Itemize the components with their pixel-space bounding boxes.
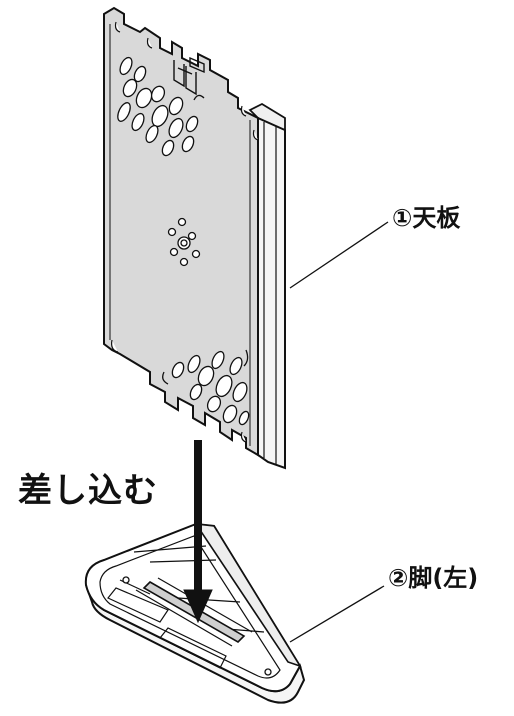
- bottom-vent-slots: [162, 349, 250, 426]
- leg-left-label: ②脚(左): [388, 564, 479, 592]
- screw-hole: [264, 668, 272, 676]
- center-mount-holes: [167, 217, 201, 267]
- leg-leader-line: [289, 585, 385, 643]
- top-board-latch: [173, 56, 205, 96]
- insert-instruction-label: 差し込む: [18, 471, 158, 511]
- top-vent-slots: [117, 56, 205, 157]
- top-board-panel: [103, 6, 286, 470]
- top-board-side: [257, 116, 286, 470]
- insert-arrow: [183, 440, 213, 624]
- top-board-label: ①天板: [392, 204, 461, 232]
- leg-base: [84, 522, 306, 704]
- top-board-clips: [111, 21, 259, 443]
- screw-hole: [122, 576, 130, 584]
- top-board-leader-line: [289, 221, 389, 289]
